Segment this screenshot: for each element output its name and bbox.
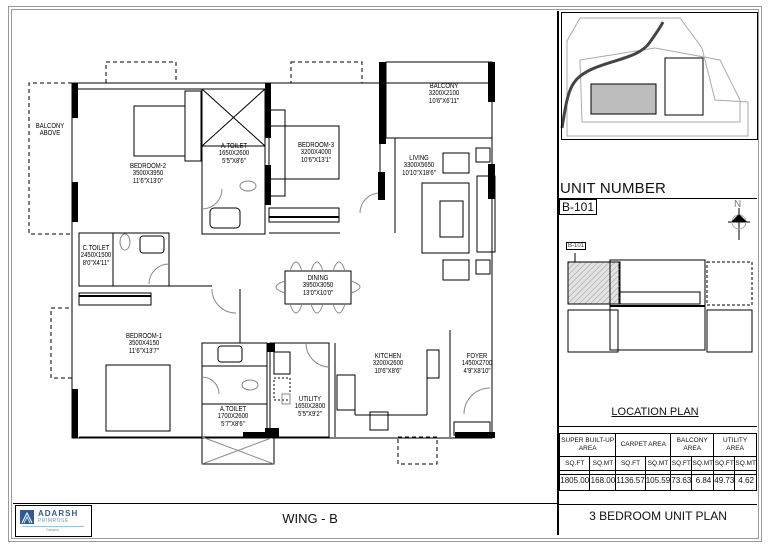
room-name: BALCONY	[429, 83, 459, 90]
area-value: 73.63	[670, 470, 693, 491]
sheet-inner-border	[11, 9, 759, 539]
room-name: DINING	[307, 275, 329, 282]
room-size-mm: 1650X2600	[218, 150, 250, 158]
sheet-outer-border	[8, 6, 762, 542]
room-size-mm: 3500X3950	[132, 170, 164, 178]
room-size-ft: 10'10"X18'6"	[402, 169, 436, 177]
unit-header: SQ.FT	[558, 456, 591, 471]
table-top-rule	[559, 426, 757, 427]
unit-header: SQ.MT	[734, 456, 757, 471]
room-size-mm: 1700X2600	[217, 413, 249, 421]
north-arrow-icon	[726, 199, 756, 241]
room-size-mm: 2450X1500	[80, 252, 112, 260]
room-label-bedroom-1: BEDROOM-1 3500X4150 11'6"X13'7"	[120, 333, 168, 355]
room-size-ft: 5'7"X8'6"	[221, 420, 245, 428]
logo-mark-icon	[20, 510, 34, 524]
unit-header: SQ.MT	[589, 456, 617, 471]
title-block-divider	[557, 11, 559, 535]
unit-header: SQ.FT	[670, 456, 693, 471]
logo-brand: ADARSH	[38, 509, 79, 518]
unit-header: SQ.MT	[691, 456, 715, 471]
north-label: N	[734, 199, 742, 210]
room-label-balcony-above: BALCONY ABOVE	[33, 123, 67, 138]
unit-number-value: B-101	[559, 199, 598, 215]
location-plan-title: LOCATION PLAN	[555, 406, 755, 418]
room-label-dining: DINING 3950X3050 13'0"X10'0"	[297, 275, 340, 297]
unit-header: SQ.FT	[615, 456, 646, 471]
room-size-mm: 3950X3050	[302, 282, 334, 290]
room-size-mm: 3500X4150	[128, 340, 160, 348]
room-size-ft: 10'6"X6'11"	[429, 97, 459, 105]
title-block-bottom-line	[13, 503, 559, 504]
area-value: 1805.00	[558, 470, 591, 491]
room-label-bedroom-2: BEDROOM-2 3500X3950 11'6"X13'0"	[123, 163, 174, 185]
room-size-ft: 5'5"X8'6"	[222, 157, 246, 165]
room-name: BEDROOM-2	[129, 163, 167, 170]
room-name: BEDROOM-1	[125, 333, 163, 340]
room-name: C.TOILET	[82, 245, 110, 252]
area-group-header: SUPER BUILT-UP AREA	[558, 433, 617, 457]
room-label-a-toilet-top: A.TOILET 1650X2600 5'5"X8'6"	[213, 143, 256, 165]
room-size-mm: 3200X2600	[372, 360, 404, 368]
room-size-ft: 5'5"X9'2"	[298, 410, 322, 418]
room-label-bedroom-3: BEDROOM-3 3200X4000 10'6"X13'1"	[292, 142, 340, 164]
area-value: 4.62	[734, 470, 757, 491]
logo-rule	[22, 526, 84, 527]
room-name-line2: ABOVE	[39, 130, 61, 138]
room-name: A.TOILET	[220, 143, 248, 150]
room-name: A.TOILET	[219, 406, 247, 413]
room-size-ft: 11'6"X13'7"	[129, 347, 159, 355]
room-size-mm: 1650X2800	[294, 403, 326, 411]
adarsh-logo: ADARSH PRIMROSE Campus	[15, 505, 92, 537]
room-size-mm: 1450X2700	[461, 360, 493, 368]
room-label-balcony: BALCONY 3200X2100 10'6"X6'11"	[423, 83, 466, 105]
room-size-ft: 11'6"X13'0"	[133, 177, 163, 185]
room-name: LIVING	[409, 155, 429, 162]
room-size-mm: 3200X2100	[428, 90, 460, 98]
area-table: SUPER BUILT-UP AREA CARPET AREA BALCONY …	[558, 433, 757, 491]
room-name: KITCHEN	[374, 353, 402, 360]
location-plan-title-text: LOCATION PLAN	[611, 406, 699, 418]
room-size-ft: 4'9"X8'10"	[463, 367, 491, 375]
logo-tagline: Campus	[46, 528, 60, 532]
room-size-ft: 10'6"X8'6"	[374, 367, 402, 375]
area-value: 105.59	[644, 470, 672, 491]
room-label-utility: UTILITY 1650X2800 5'5"X9'2"	[290, 396, 331, 418]
location-marker: B-101	[566, 242, 587, 250]
location-plan-drawing	[562, 244, 757, 374]
room-label-foyer: FOYER 1450X2700 4'9"X8'10"	[458, 353, 495, 375]
room-label-a-toilet-bottom: A.TOILET 1700X2600 5'7"X8'6"	[212, 406, 255, 428]
room-label-c-toilet: C.TOILET 2450X1500 8'0"X4'11"	[79, 245, 113, 267]
area-group-header: CARPET AREA	[615, 433, 672, 457]
room-size-ft: 8'0"X4'11"	[82, 259, 110, 267]
key-plan-site-map	[561, 12, 758, 140]
unit-number-label: UNIT NUMBER	[560, 180, 667, 197]
room-name: UTILITY	[298, 396, 322, 403]
room-label-living: LIVING 3300X5650 10'10"X18'6"	[398, 155, 441, 177]
area-value: 1136.57	[615, 470, 646, 491]
area-group-header: UTILITY AREA	[713, 433, 757, 457]
room-size-ft: 13'0"X10'0"	[302, 289, 334, 297]
area-value: 49.73	[713, 470, 736, 491]
room-name: FOYER	[466, 353, 488, 360]
room-size-mm: 3200X4000	[300, 149, 332, 157]
room-size-ft: 10'6"X13'1"	[300, 156, 332, 164]
room-size-mm: 3300X5650	[403, 162, 435, 170]
unit-header: SQ.FT	[713, 456, 736, 471]
wing-title: WING - B	[282, 511, 338, 526]
table-bottom-rule	[559, 474, 757, 475]
unit-number-rule	[559, 198, 757, 199]
area-group-header: BALCONY AREA	[670, 433, 715, 457]
room-name: BEDROOM-3	[297, 142, 335, 149]
logo-sub: PRIMROSE	[38, 518, 69, 524]
side-title-divider	[559, 504, 757, 505]
unit-plan-title: 3 BEDROOM UNIT PLAN	[589, 509, 727, 523]
unit-header: SQ.MT	[644, 456, 672, 471]
room-label-kitchen: KITCHEN 3200X2600 10'6"X8'6"	[367, 353, 410, 375]
room-name: BALCONY	[35, 123, 65, 130]
